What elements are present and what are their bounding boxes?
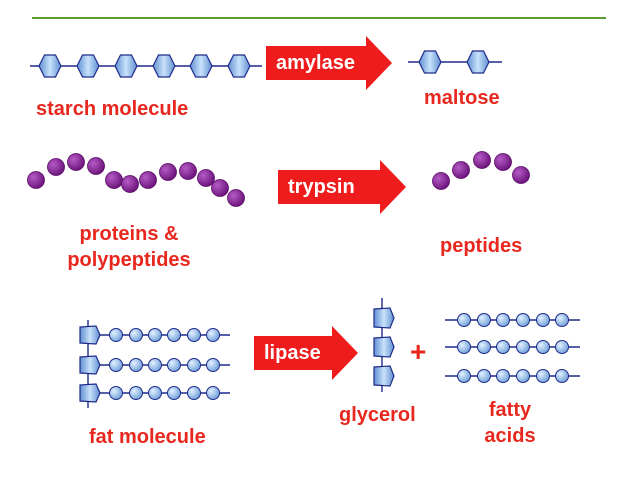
fatty-acid-bead-3-5 xyxy=(536,369,550,383)
peptide-bead-5 xyxy=(512,166,530,184)
starch-glucose-unit-3 xyxy=(114,54,138,78)
maltose-label: maltose xyxy=(424,87,500,109)
fatty-acid-bead-2-6 xyxy=(555,340,569,354)
fat-acid-bead-2-2 xyxy=(129,358,143,372)
trypsin-arrowhead xyxy=(380,160,406,214)
glycerol-label: glycerol xyxy=(339,404,416,426)
glycerol-unit-3 xyxy=(373,365,395,387)
starch-glucose-unit-4 xyxy=(152,54,176,78)
fat-acid-bead-2-6 xyxy=(206,358,220,372)
fatty-acid-bead-1-1 xyxy=(457,313,471,327)
amino-acid-bead-1 xyxy=(27,171,45,189)
glycerol-unit-1 xyxy=(373,307,395,329)
starch-glucose-unit-6 xyxy=(227,54,251,78)
glycerol-unit-2 xyxy=(373,336,395,358)
maltose-glucose-unit-2 xyxy=(466,50,490,74)
peptides-label: peptides xyxy=(440,235,523,257)
fatty-acid-bead-1-6 xyxy=(555,313,569,327)
lipase-label: lipase xyxy=(254,336,332,370)
fatty-acids-label-line2: acids xyxy=(484,425,536,447)
proteins-label-line1: proteins & xyxy=(79,223,179,245)
fat-acid-bead-1-5 xyxy=(187,328,201,342)
fatty-acid-bead-2-5 xyxy=(536,340,550,354)
fat-acid-bead-1-2 xyxy=(129,328,143,342)
fatty-acid-bead-3-2 xyxy=(477,369,491,383)
maltose-glucose-unit-1 xyxy=(418,50,442,74)
starch-glucose-unit-2 xyxy=(76,54,100,78)
fatty-acid-bead-3-1 xyxy=(457,369,471,383)
fatty-acid-bead-3-3 xyxy=(496,369,510,383)
fat-acid-bead-3-4 xyxy=(167,386,181,400)
lipase-arrowhead xyxy=(332,326,358,380)
fatty-acid-bead-1-4 xyxy=(516,313,530,327)
fat-acid-bead-2-3 xyxy=(148,358,162,372)
fat-acid-bead-1-6 xyxy=(206,328,220,342)
peptide-bead-2 xyxy=(452,161,470,179)
fatty-acid-bead-3-4 xyxy=(516,369,530,383)
amino-acid-bead-8 xyxy=(159,163,177,181)
starch-glucose-unit-5 xyxy=(189,54,213,78)
amino-acid-bead-2 xyxy=(47,158,65,176)
trypsin-arrow: trypsin xyxy=(278,160,406,214)
amino-acid-bead-5 xyxy=(105,171,123,189)
fat-acid-bead-3-2 xyxy=(129,386,143,400)
amylase-arrow: amylase xyxy=(266,36,392,90)
amylase-label: amylase xyxy=(266,46,366,80)
amino-acid-bead-6 xyxy=(121,175,139,193)
fat-glycerol-unit-2 xyxy=(79,355,101,375)
peptide-bead-3 xyxy=(473,151,491,169)
fat-glycerol-unit-3 xyxy=(79,383,101,403)
starch-molecule-label: starch molecule xyxy=(36,98,189,120)
trypsin-label: trypsin xyxy=(278,170,380,204)
fat-acid-bead-1-1 xyxy=(109,328,123,342)
fat-acid-bead-3-1 xyxy=(109,386,123,400)
lipase-arrow: lipase xyxy=(254,326,358,380)
peptide-bead-4 xyxy=(494,153,512,171)
top-rule xyxy=(32,17,606,19)
fatty-acid-bead-1-3 xyxy=(496,313,510,327)
fat-molecule-label: fat molecule xyxy=(89,426,206,448)
fat-acid-bead-1-4 xyxy=(167,328,181,342)
starch-glucose-unit-1 xyxy=(38,54,62,78)
proteins-label-line2: polypeptides xyxy=(67,249,191,271)
fatty-acid-bead-2-4 xyxy=(516,340,530,354)
fat-acid-bead-2-5 xyxy=(187,358,201,372)
fatty-acid-bead-3-6 xyxy=(555,369,569,383)
plus-sign: + xyxy=(410,336,427,367)
fat-acid-bead-2-4 xyxy=(167,358,181,372)
fat-acid-bead-3-5 xyxy=(187,386,201,400)
fatty-acid-bead-2-1 xyxy=(457,340,471,354)
fatty-acid-bead-1-2 xyxy=(477,313,491,327)
amino-acid-bead-9 xyxy=(179,162,197,180)
fat-acid-bead-3-6 xyxy=(206,386,220,400)
fat-acid-bead-1-3 xyxy=(148,328,162,342)
fat-acid-bead-3-3 xyxy=(148,386,162,400)
amino-acid-bead-12 xyxy=(227,189,245,207)
amino-acid-bead-10 xyxy=(197,169,215,187)
fatty-acid-bead-2-3 xyxy=(496,340,510,354)
fatty-acid-bead-2-2 xyxy=(477,340,491,354)
fat-acid-bead-2-1 xyxy=(109,358,123,372)
fatty-acid-bead-1-5 xyxy=(536,313,550,327)
amino-acid-bead-11 xyxy=(211,179,229,197)
fat-glycerol-unit-1 xyxy=(79,325,101,345)
amylase-arrowhead xyxy=(366,36,392,90)
amino-acid-bead-3 xyxy=(67,153,85,171)
peptide-bead-1 xyxy=(432,172,450,190)
fatty-acids-label-line1: fatty xyxy=(488,399,532,421)
amino-acid-bead-4 xyxy=(87,157,105,175)
amino-acid-bead-7 xyxy=(139,171,157,189)
